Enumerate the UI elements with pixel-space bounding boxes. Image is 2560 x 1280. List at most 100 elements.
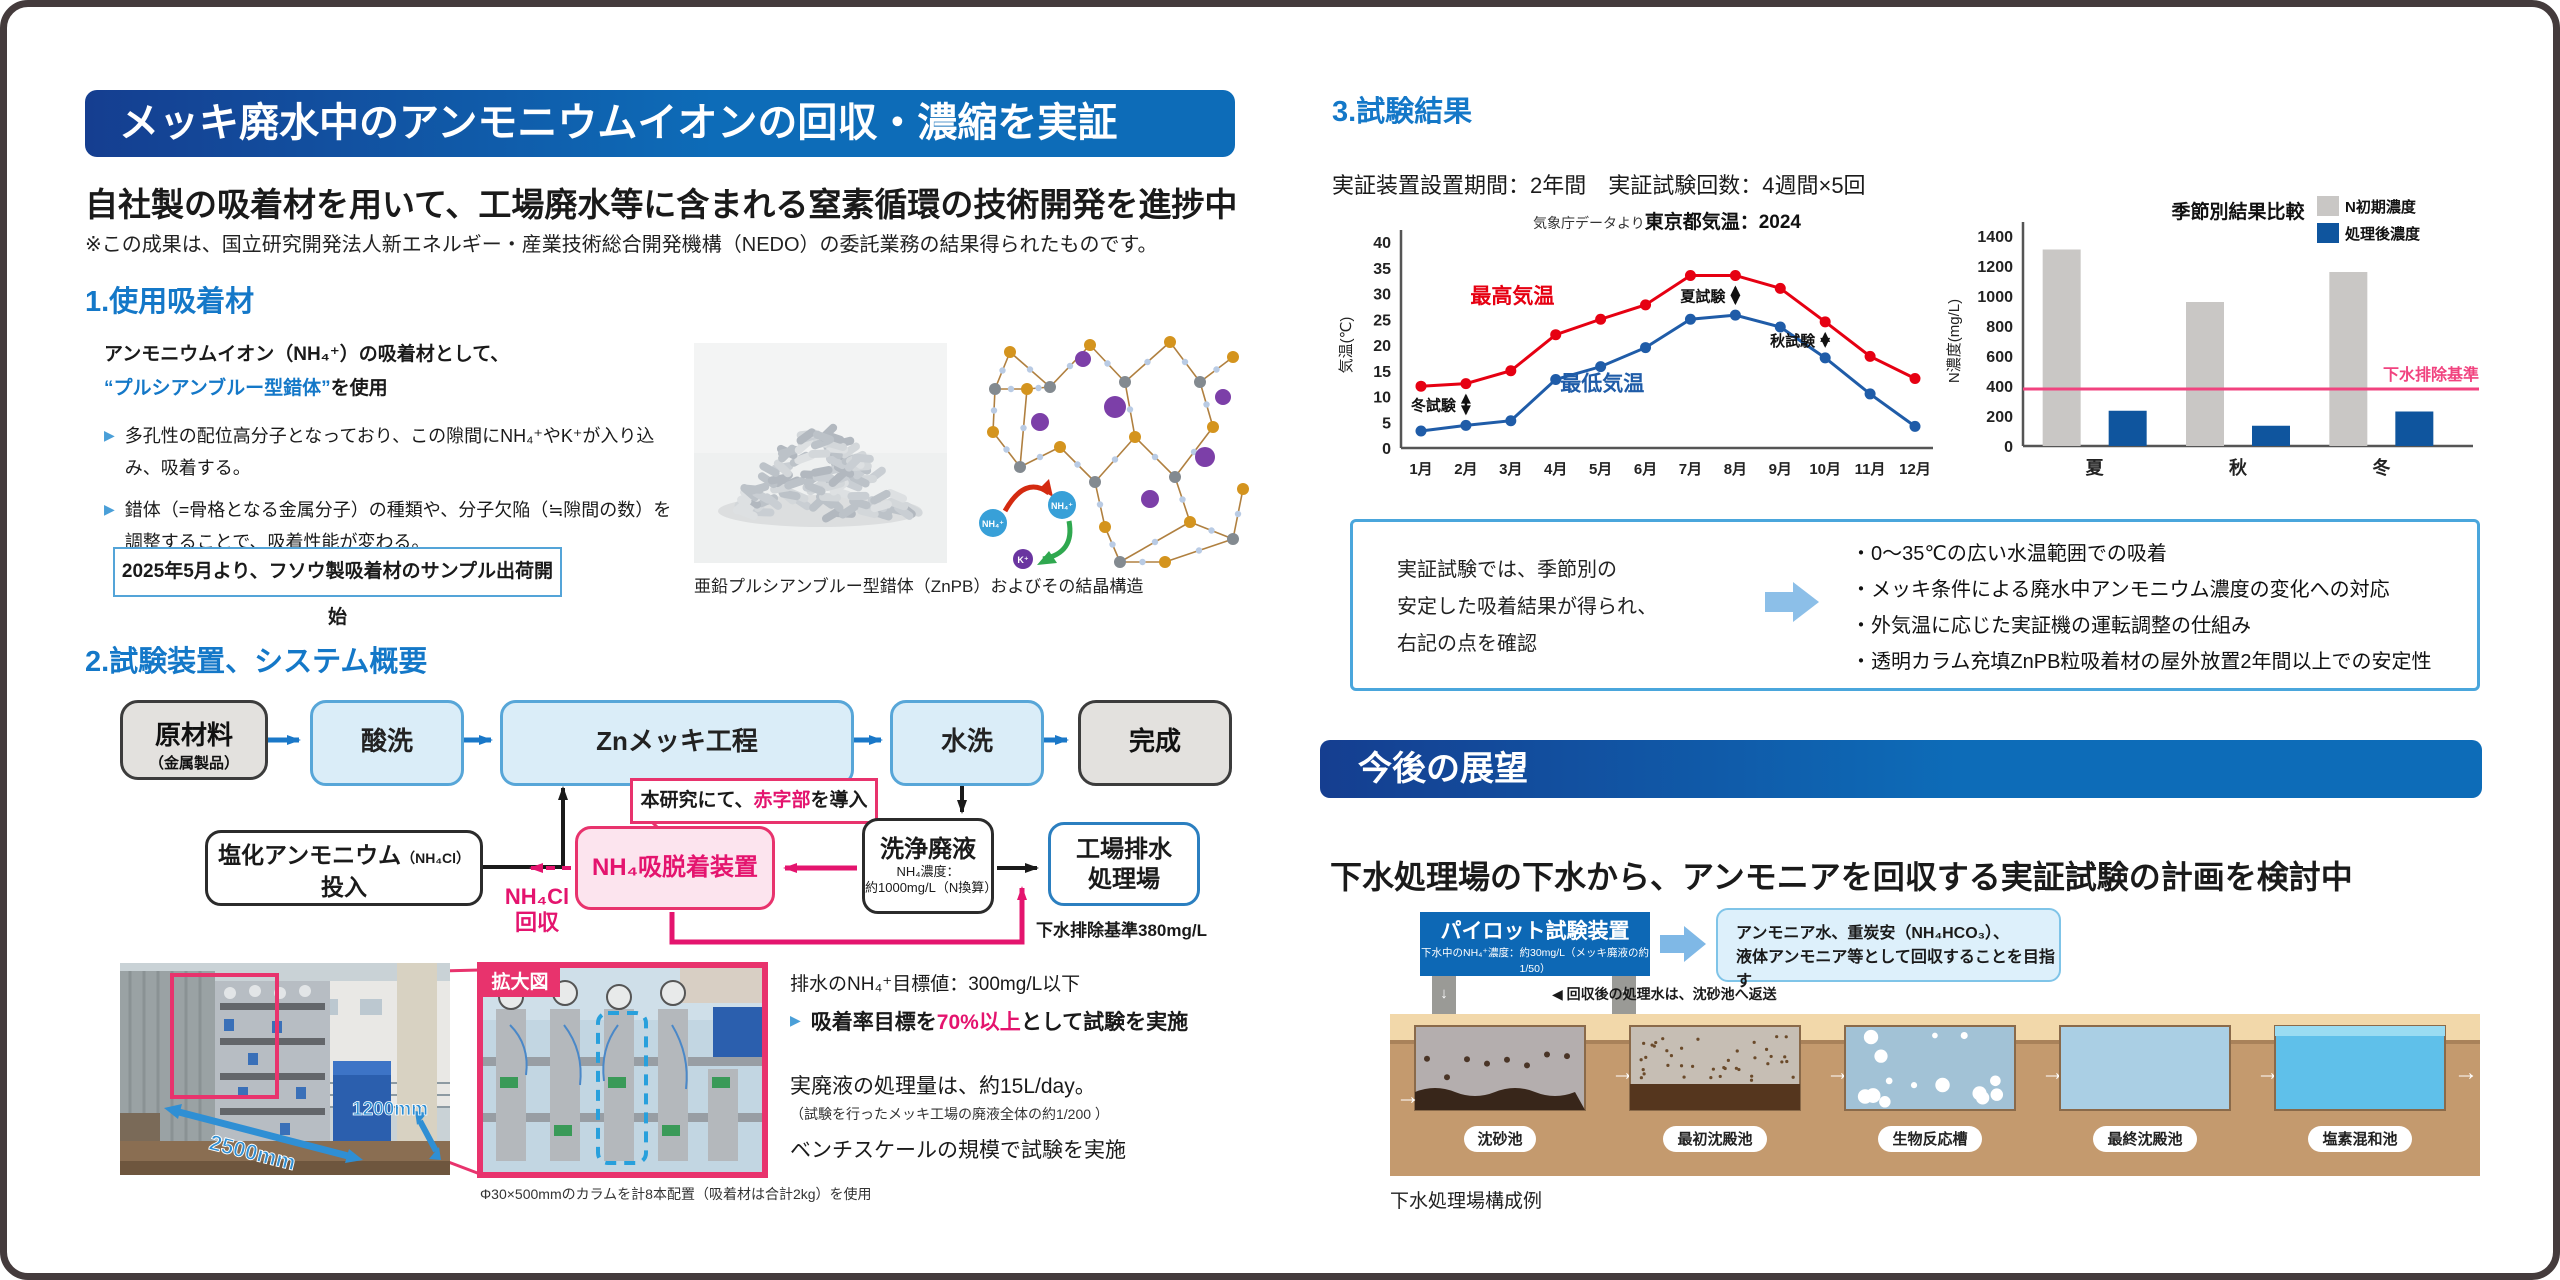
return-water-note: ◀ 回収後の処理水は、沈砂池へ返送 [1552, 986, 1777, 1002]
svg-text:40: 40 [1373, 235, 1391, 252]
nh4cl-recovery-label: NH₄Cl 回収 [492, 884, 582, 936]
test-conditions: 実証装置設置期間：2年間 実証試験回数：4週間×5回 [1332, 173, 1866, 198]
results-bullets: ・0～35℃の広い水温範囲での吸着 ・メッキ条件による廃水中アンモニウム濃度の変… [1851, 536, 2432, 680]
goal-line1: アンモニア水、重炭安（NH₄HCO₃）、 [1736, 925, 2010, 942]
nh4cl-main: 塩化アンモニウム [218, 842, 402, 868]
waste-liquid-box: 洗浄廃液 NH₄濃度： 約1000mg/L（N換算） [862, 818, 997, 914]
svg-text:20: 20 [1373, 338, 1391, 355]
pilot-arrow-icon [1660, 926, 1706, 962]
height-dimension-arrow-icon [417, 1119, 439, 1153]
svg-text:0: 0 [1382, 441, 1391, 458]
big-right-arrow-icon [1765, 582, 1819, 622]
svg-text:N初期濃度: N初期濃度 [2345, 198, 2417, 216]
goal-highlight: 70%以上 [936, 1011, 1021, 1034]
svg-text:沈砂池: 沈砂池 [1477, 1130, 1522, 1148]
section3-title: 3.試験結果 [1332, 96, 1473, 128]
svg-text:4月: 4月 [1544, 461, 1567, 478]
right-headline: 下水処理場の下水から、アンモニアを回収する実証試験の計画を検討中 [1330, 859, 2353, 895]
pilot-subtitle: 下水中のNH₄⁺濃度：約30mg/L（メッキ廃液の約1/50） [1420, 947, 1649, 975]
bench-ratio-note: （試験を行ったメッキ工場の廃液全体の約1/200 ） [790, 1106, 1109, 1122]
nh4cl-small: （NH₄Cl） [401, 850, 470, 866]
triangle-bullet-icon: ▶ [104, 427, 115, 443]
bench-scale-line: ベンチスケールの規模で試験を実施 [790, 1139, 1126, 1162]
svg-text:N濃度(mg/L): N濃度(mg/L) [1946, 299, 1963, 383]
svg-text:25: 25 [1373, 312, 1391, 329]
results-l2: 安定した吸着結果が得られ、 [1397, 596, 1658, 618]
dim-arrowhead-icon [429, 1147, 441, 1160]
svg-text:800: 800 [1986, 319, 2013, 336]
flow-sublabel: （金属製品） [148, 755, 239, 772]
treated-water-return-arrow-icon [669, 886, 1027, 945]
svg-text:最終沈殿池: 最終沈殿池 [2107, 1130, 2182, 1148]
svg-text:最低気温: 最低気温 [1560, 371, 1644, 395]
svg-text:11月: 11月 [1855, 461, 1886, 478]
goal-pre: 吸着率目標を [810, 1011, 937, 1034]
results-bullet: ・外気温に応じた実証機の運転調整の仕組み [1851, 615, 2251, 637]
svg-text:0: 0 [2004, 439, 2013, 456]
svg-text:夏試験: 夏試験 [1679, 287, 1726, 305]
results-l1: 実証試験では、季節別の [1397, 559, 1617, 581]
flow-label: 原材料 [154, 720, 233, 750]
nh4cl-feed-arrow-icon [480, 786, 568, 869]
adsorbent-pellets-photo [694, 343, 947, 563]
bench-volume-line: 実廃液の処理量は、約15L/day。 [790, 1075, 1096, 1098]
goal-line2: 液体アンモニア等として回収することを目指す [1736, 949, 2055, 990]
nedo-note: ※この成果は、国立研究開発法人新エネルギー・産業技術総合開発機構（NEDO）の委… [85, 234, 1158, 256]
svg-text:200: 200 [1986, 409, 2013, 426]
section2-title: 2.試験装置、システム概要 [85, 646, 428, 678]
svg-text:最初沈殿池: 最初沈殿池 [1677, 1130, 1752, 1148]
adsorbent-lead: アンモニウムイオン（NH₄⁺）の吸着材として、 “プルシアンブルー型錯体”を使用 [104, 338, 684, 406]
recovery-line2: 回収 [514, 910, 559, 935]
target-value-line: 排水のNH₄⁺目標値：300mg/L以下 [790, 974, 1081, 995]
pilot-device-box: パイロット試験装置 下水中のNH₄⁺濃度：約30mg/L（メッキ廃液の約1/50… [1420, 912, 1650, 976]
enlarged-tag-label: 拡大図 [491, 970, 548, 993]
factory-treatment-plant-box: 工場排水 処理場 [1048, 822, 1200, 906]
future-outlook-title: 今後の展望 [1358, 750, 1528, 788]
svg-text:30: 30 [1373, 287, 1391, 304]
svg-text:35: 35 [1373, 261, 1391, 278]
svg-text:季節別結果比較: 季節別結果比較 [2171, 200, 2305, 223]
lead-rest: を使用 [330, 378, 388, 399]
flow-box-finished: 完成 [1078, 700, 1232, 786]
svg-text:10月: 10月 [1809, 461, 1841, 478]
svg-text:秋: 秋 [2229, 457, 2248, 478]
recovery-goal-box: アンモニア水、重炭安（NH₄HCO₃）、 液体アンモニア等として回収することを目… [1716, 908, 2061, 990]
plant-line1: 工場排水 [1076, 836, 1172, 863]
recovery-line1: NH₄Cl [504, 884, 570, 909]
height-dimension-label: 1200mm [352, 1099, 428, 1120]
flow-box-acid-wash: 酸洗 [310, 700, 464, 786]
results-summary-box: 実証試験では、季節別の 安定した吸着結果が得られ、 右記の点を確認 ・0～35℃… [1350, 519, 2480, 691]
callout-pre: 本研究にて、 [640, 790, 754, 811]
svg-text:15: 15 [1373, 364, 1391, 381]
svg-text:600: 600 [1986, 349, 2013, 366]
nh4-in-label: NH₄⁺ [1051, 501, 1073, 511]
nh4cl-line2: 投入 [321, 874, 367, 900]
svg-text:下水排除基準: 下水排除基準 [2383, 365, 2479, 384]
svg-text:400: 400 [1986, 379, 2013, 396]
seasonal-results-bar-chart: 0200400600800100012001400季節別結果比較N濃度(mg/L… [1946, 196, 2479, 478]
triangle-bullet-icon: ▶ [104, 501, 115, 517]
lead-quote: “プルシアンブルー型錯体” [104, 378, 331, 399]
svg-text:処理後濃度: 処理後濃度 [2344, 225, 2421, 243]
svg-text:生物反応槽: 生物反応槽 [1892, 1130, 1967, 1148]
bullet-item: ▶ 多孔性の配位高分子となっており、この隙間にNH₄⁺やK⁺が入り込み、吸着する… [104, 420, 679, 484]
adsorption-arrowhead-icon [1039, 479, 1053, 497]
highlight-rect-icon [170, 973, 279, 1099]
svg-text:→: → [1396, 1083, 1420, 1110]
main-title-banner: メッキ廃水中のアンモニウムイオンの回収・濃縮を実証 [85, 90, 1235, 157]
svg-text:冬試験: 冬試験 [1411, 396, 1457, 414]
svg-text:3月: 3月 [1499, 461, 1522, 478]
test-target-block: 排水のNH₄⁺目標値：300mg/L以下 ▶ 吸着率目標を70%以上として試験を… [790, 970, 1260, 1164]
dim-arrowhead-icon [415, 1111, 427, 1125]
plant-line2: 処理場 [1088, 866, 1160, 893]
sewage-plant-diagram: 沈砂池→最初沈殿池→生物反応槽→最終沈殿池→塩素混和池→→ [1390, 1014, 2480, 1176]
k-ion [1013, 549, 1033, 569]
lead-line1: アンモニウムイオン（NH₄⁺）の吸着材として、 [104, 344, 510, 365]
svg-text:1400: 1400 [1977, 229, 2013, 246]
nh4-ion-outside [979, 509, 1007, 537]
crystal-structure-figure: NH₄⁺ NH₄⁺ K⁺ [979, 336, 1249, 569]
sample-shipping-callout: 2025年5月より、フソウ製吸着材のサンプル出荷開始 [113, 547, 562, 628]
svg-text:2月: 2月 [1454, 461, 1477, 478]
flow-box-water-rinse: 水洗 [890, 700, 1044, 786]
